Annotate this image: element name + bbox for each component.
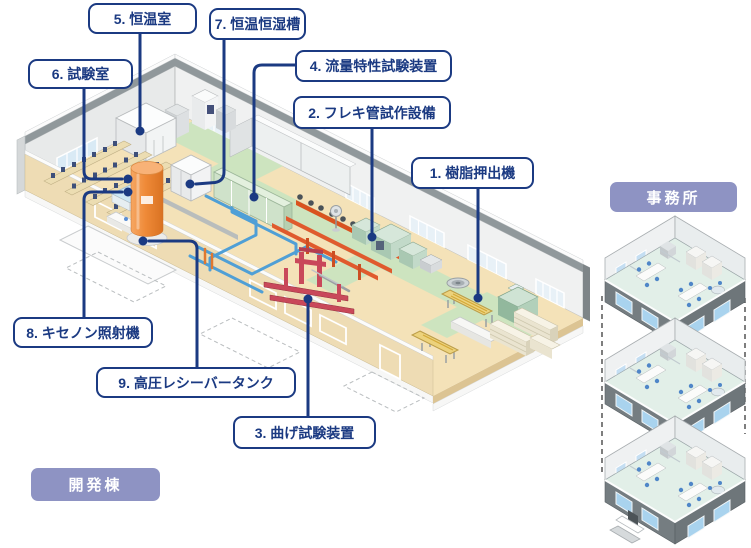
humidity-chamber [170, 154, 212, 202]
red-pipe-rack [272, 194, 416, 281]
label-bending-tester: 3. 曲げ試験装置 [233, 416, 376, 449]
label-humidity-chamber: 7. 恒温恒湿槽 [209, 8, 306, 40]
office-building [601, 215, 746, 545]
constant-temperature-room [115, 102, 177, 162]
storage-shelves [489, 307, 561, 359]
receiver-tank [126, 161, 168, 246]
label-receiver-tank: 9. 高圧レシーバータンク [96, 367, 296, 398]
office-badge: 事務所 [610, 182, 737, 212]
label-resin-extruder: 1. 樹脂押出機 [411, 157, 534, 189]
label-flex-pipe-equipment: 2. フレキ管試作設備 [293, 96, 451, 129]
development-building-badge: 開発棟 [31, 468, 160, 501]
label-test-room: 6. 試験室 [28, 59, 133, 89]
office-entrance [609, 510, 645, 544]
label-constant-temp-room: 5. 恒温室 [88, 3, 197, 34]
bending-test-machine [263, 247, 355, 315]
label-xenon-machine: 8. キセノン照射機 [13, 317, 153, 348]
label-flow-tester: 4. 流量特性試験装置 [295, 50, 452, 82]
